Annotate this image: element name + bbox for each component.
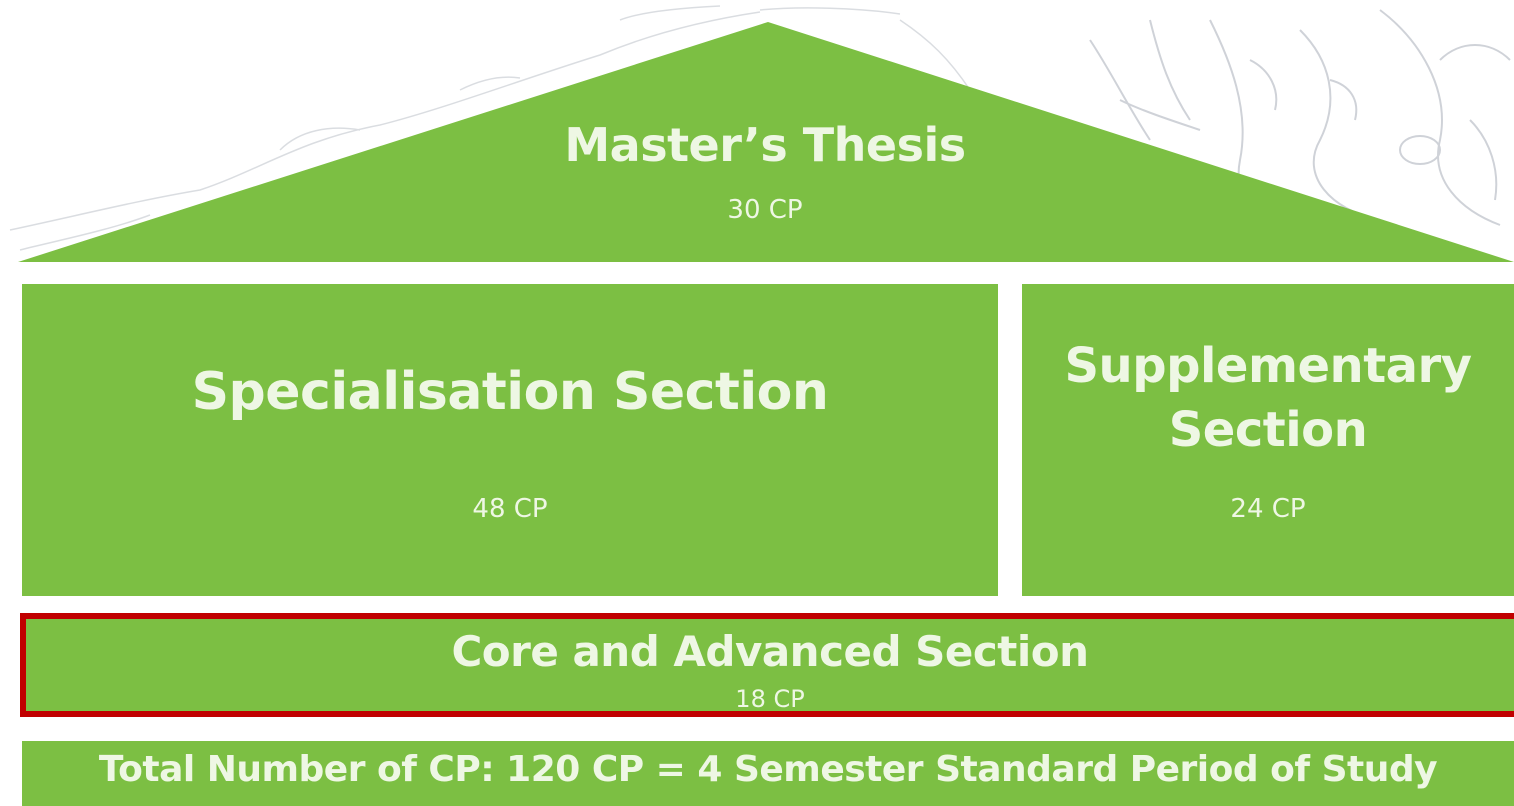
supplementary-title: Supplementary Section	[1022, 334, 1514, 462]
specialisation-cp: 48 CP	[472, 494, 548, 524]
supplementary-cp: 24 CP	[1230, 494, 1306, 524]
core-advanced-cp: 18 CP	[735, 685, 805, 713]
thesis-roof-triangle	[18, 22, 1514, 262]
core-advanced-title: Core and Advanced Section	[451, 627, 1089, 676]
total-cp-text: Total Number of CP: 120 CP = 4 Semester …	[98, 749, 1438, 790]
thesis-title: Master’s Thesis	[564, 118, 966, 172]
supplementary-title-line1: Supplementary	[1064, 338, 1472, 394]
specialisation-section-block: Specialisation Section 48 CP	[22, 284, 998, 596]
specialisation-title: Specialisation Section	[191, 362, 829, 422]
total-cp-block: Total Number of CP: 120 CP = 4 Semester …	[22, 741, 1514, 806]
supplementary-title-line2: Section	[1168, 402, 1368, 458]
thesis-cp: 30 CP	[727, 195, 803, 225]
core-advanced-section-block: Core and Advanced Section 18 CP	[20, 613, 1514, 717]
thesis-roof	[18, 22, 1514, 262]
supplementary-section-block: Supplementary Section 24 CP	[1022, 284, 1514, 596]
